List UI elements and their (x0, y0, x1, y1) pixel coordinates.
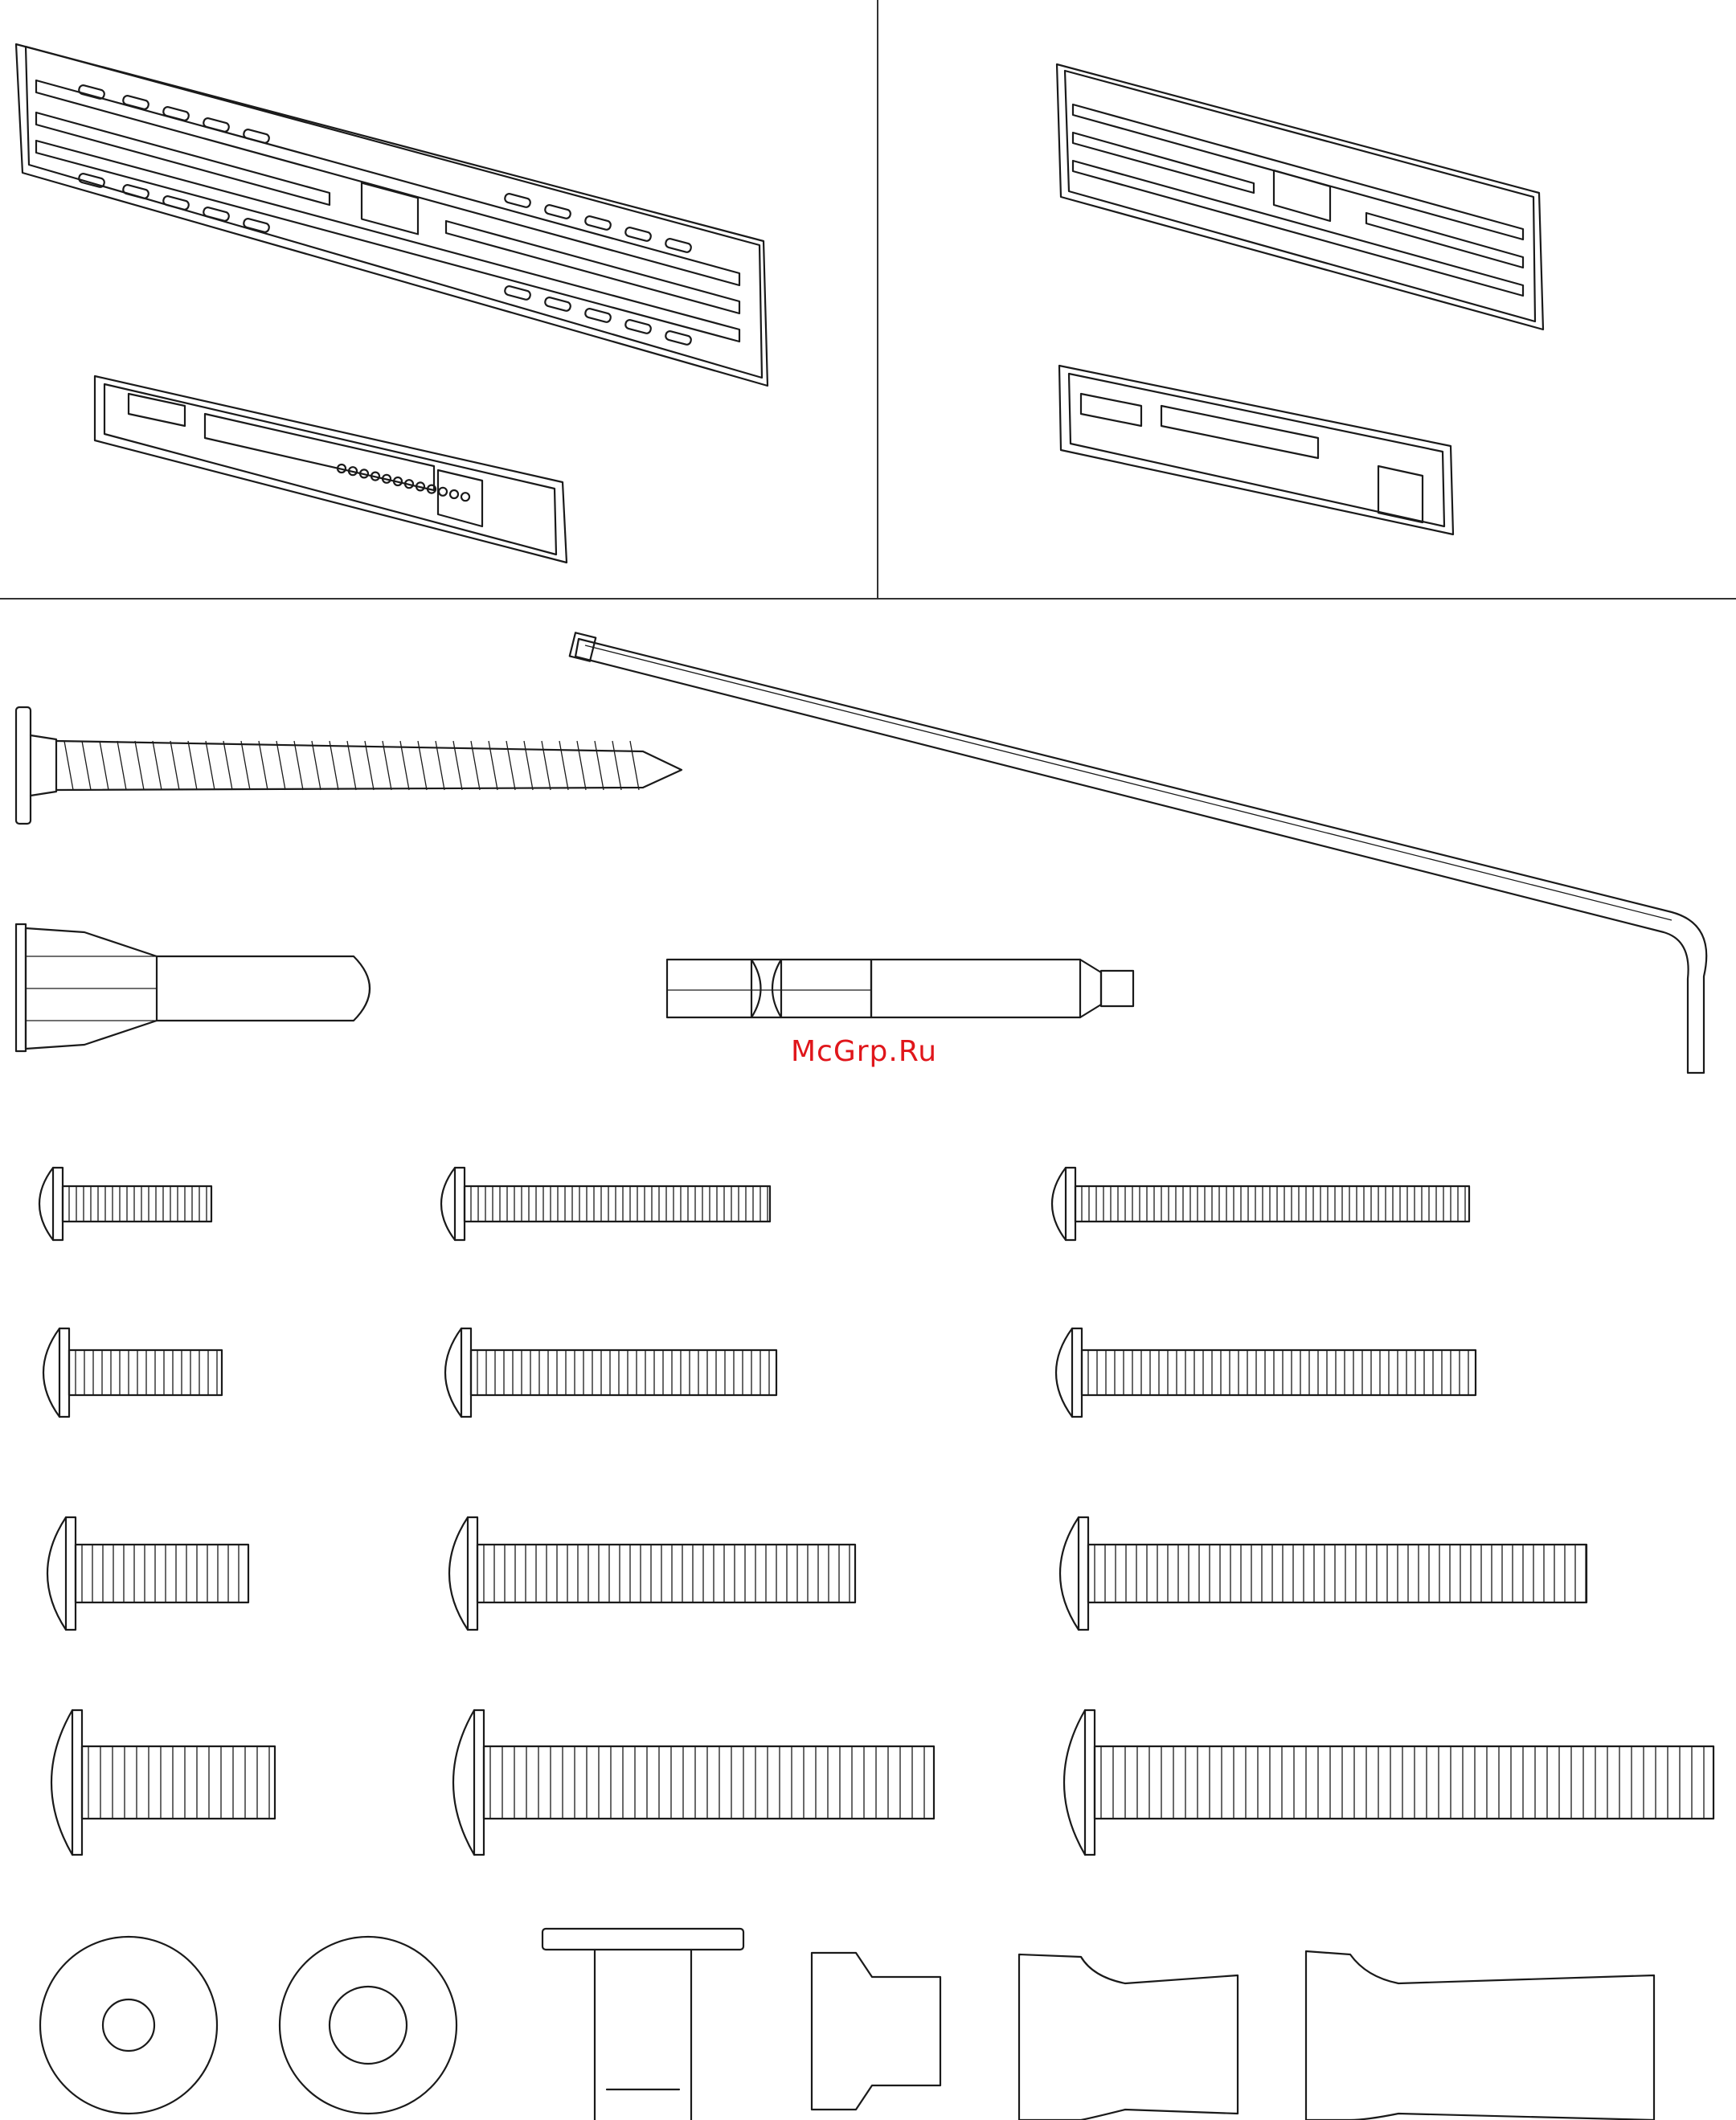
screw (1052, 1168, 1469, 1240)
wall-plate-right (1057, 64, 1543, 329)
screw (1056, 1328, 1476, 1417)
screw (1064, 1710, 1713, 1855)
screw (445, 1328, 776, 1417)
bracket-arm-left (95, 376, 567, 563)
hex-key (570, 632, 1706, 1073)
screw (47, 1517, 248, 1630)
screw (39, 1168, 211, 1240)
spacer-long (1306, 1951, 1654, 2120)
screw (453, 1710, 934, 1855)
machine-screws (39, 1168, 1713, 1855)
washer (40, 1937, 217, 2114)
screw (449, 1517, 855, 1630)
wall-anchor (16, 924, 370, 1051)
lag-bolt (16, 707, 682, 824)
screw (441, 1168, 770, 1240)
screw (43, 1328, 222, 1417)
bracket-arm-right (1059, 366, 1453, 534)
washer (280, 1937, 457, 2114)
wall-plate-left (16, 44, 768, 386)
spacer-short (812, 1953, 940, 2110)
screw (1060, 1517, 1587, 1630)
cable-clip (542, 1929, 743, 2120)
socket-adapter (667, 960, 1133, 1017)
watermark-text: McGrp.Ru (791, 1035, 937, 1068)
screw (51, 1710, 275, 1855)
spacer-medium (1019, 1954, 1238, 2120)
